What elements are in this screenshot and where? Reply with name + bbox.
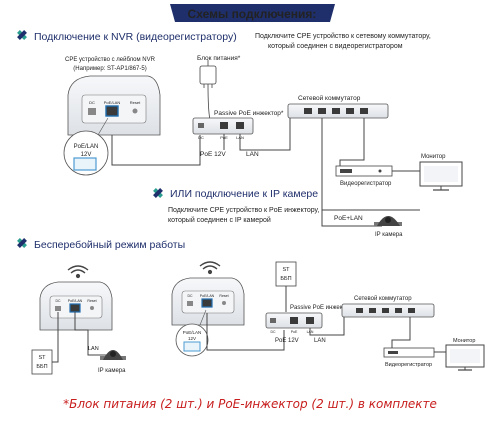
cpe-device-right: DC PoE/LAN Reset xyxy=(171,277,245,326)
monitor-icon xyxy=(419,161,463,191)
ups-box-right: ST ББП xyxy=(275,261,297,287)
section-ups-title: Бесперебойный режим работы xyxy=(34,239,185,251)
header-banner: Схемы подключения: xyxy=(170,4,335,22)
inj-right-port-poe: PoE xyxy=(291,330,298,334)
cpe-device-left: DC PoE/LAN Reset xyxy=(39,281,113,331)
callout-right-poe-lan: PoE/LAN xyxy=(183,330,202,335)
callout-poe-lan: PoE/LAN xyxy=(74,144,99,150)
cpe-port-poe-lan: PoE/LAN xyxy=(104,100,121,105)
inj-right-port-dc: DC xyxy=(270,330,276,334)
section-ip-camera-poe-lan: PoE+LAN xyxy=(334,215,363,222)
section-ups-monitor-label: Монитор xyxy=(453,338,475,344)
port-callout: PoE/LAN 12V xyxy=(63,117,109,176)
poe12v-label: PoE 12V xyxy=(200,151,226,158)
footnote: *Блок питания (2 шт.) и PoE-инжектор (2 … xyxy=(63,397,437,411)
banner-title: Схемы подключения: xyxy=(188,7,317,21)
cpe-left-port-reset: Reset xyxy=(87,299,96,303)
cpe-left-port-poe-lan: PoE/LAN xyxy=(68,299,83,303)
injector-label: Passive PoE инжектор* xyxy=(214,110,284,117)
section-ip-camera-title: ИЛИ подключение к IP камере xyxy=(170,188,318,200)
wrench-icon xyxy=(17,30,27,40)
section-ups-lan-right: LAN xyxy=(314,338,326,344)
nvr-device-right xyxy=(383,347,435,358)
section-ups-nvr-label: Видеорегистратор xyxy=(385,362,432,368)
section-ip-camera-desc-2: который соединен с IP камерой xyxy=(168,216,271,224)
power-block-label: Блок питания* xyxy=(197,55,241,62)
section-ups: Бесперебойный режим работы DC PoE/LAN Re… xyxy=(17,238,485,375)
cpe-right-port-dc: DC xyxy=(187,294,193,298)
wrench-icon xyxy=(17,238,27,248)
section-ip-camera: ИЛИ подключение к IP камере Подключите C… xyxy=(153,188,403,238)
section-ip-camera-label: IP камера xyxy=(375,232,403,238)
section-ups-camera-label: IP камера xyxy=(98,368,126,374)
port-callout-right: PoE/LAN 12V xyxy=(175,309,209,357)
callout-right-12v: 12V xyxy=(188,336,196,341)
callout-12v: 12V xyxy=(81,152,92,158)
cpe-port-dc: DC xyxy=(89,100,95,105)
section-ip-camera-desc-1: Подключите CPE устройство к PoE инжектор… xyxy=(168,206,319,214)
cpe-device: DC PoE/LAN Reset xyxy=(67,75,161,136)
section-ups-poe12v: PoE 12V xyxy=(275,338,299,344)
cpe-caption-1: CPE устройство с лейблом NVR xyxy=(65,56,156,63)
monitor-label: Монитор xyxy=(421,154,446,160)
section-ups-injector-label: Passive PoE инжектор xyxy=(290,305,352,311)
section-nvr: Подключение к NVR (видеорегистратору) По… xyxy=(17,30,463,211)
nvr-device xyxy=(335,165,393,177)
cpe-port-reset: Reset xyxy=(130,100,141,105)
wifi-icon xyxy=(199,261,221,275)
ip-camera-icon xyxy=(100,350,126,360)
wifi-icon xyxy=(67,265,89,279)
ups-left-bottom: ББП xyxy=(36,364,47,370)
monitor-icon xyxy=(445,344,485,371)
ups-right-bottom: ББП xyxy=(280,276,291,282)
cpe-right-port-reset: Reset xyxy=(219,294,228,298)
section-nvr-title: Подключение к NVR (видеорегистратору) xyxy=(34,31,237,43)
power-adapter-icon xyxy=(199,60,217,121)
cpe-left-port-dc: DC xyxy=(55,299,61,303)
nvr-label: Видеорегистратор xyxy=(340,181,392,187)
section-ups-lan-left: LAN xyxy=(88,346,99,352)
network-switch-right xyxy=(341,303,435,318)
lan-label: LAN xyxy=(246,151,259,158)
poe-injector-right: DC PoE LAN xyxy=(265,312,323,334)
ip-camera-icon xyxy=(374,216,402,226)
ups-right-top: ST xyxy=(282,267,290,273)
poe-injector: DC PoE LAN xyxy=(192,117,254,140)
cpe-right-port-poe-lan: PoE/LAN xyxy=(200,294,215,298)
network-switch xyxy=(287,103,389,119)
cpe-caption-2: (Например: ST-AP1/867-5) xyxy=(73,66,146,72)
section-nvr-desc-2: который соединен с видеорегистратором xyxy=(268,42,403,50)
section-nvr-desc-1: Подключите CPE устройство к сетевому ком… xyxy=(255,32,431,40)
section-ups-switch-label: Сетевой коммутатор xyxy=(354,295,412,302)
ups-box-left: ST ББП xyxy=(31,349,53,375)
wrench-icon xyxy=(153,188,163,198)
switch-label: Сетевой коммутатор xyxy=(298,94,361,102)
inj-port-dc: DC xyxy=(198,135,204,140)
ups-left-top: ST xyxy=(38,355,46,361)
